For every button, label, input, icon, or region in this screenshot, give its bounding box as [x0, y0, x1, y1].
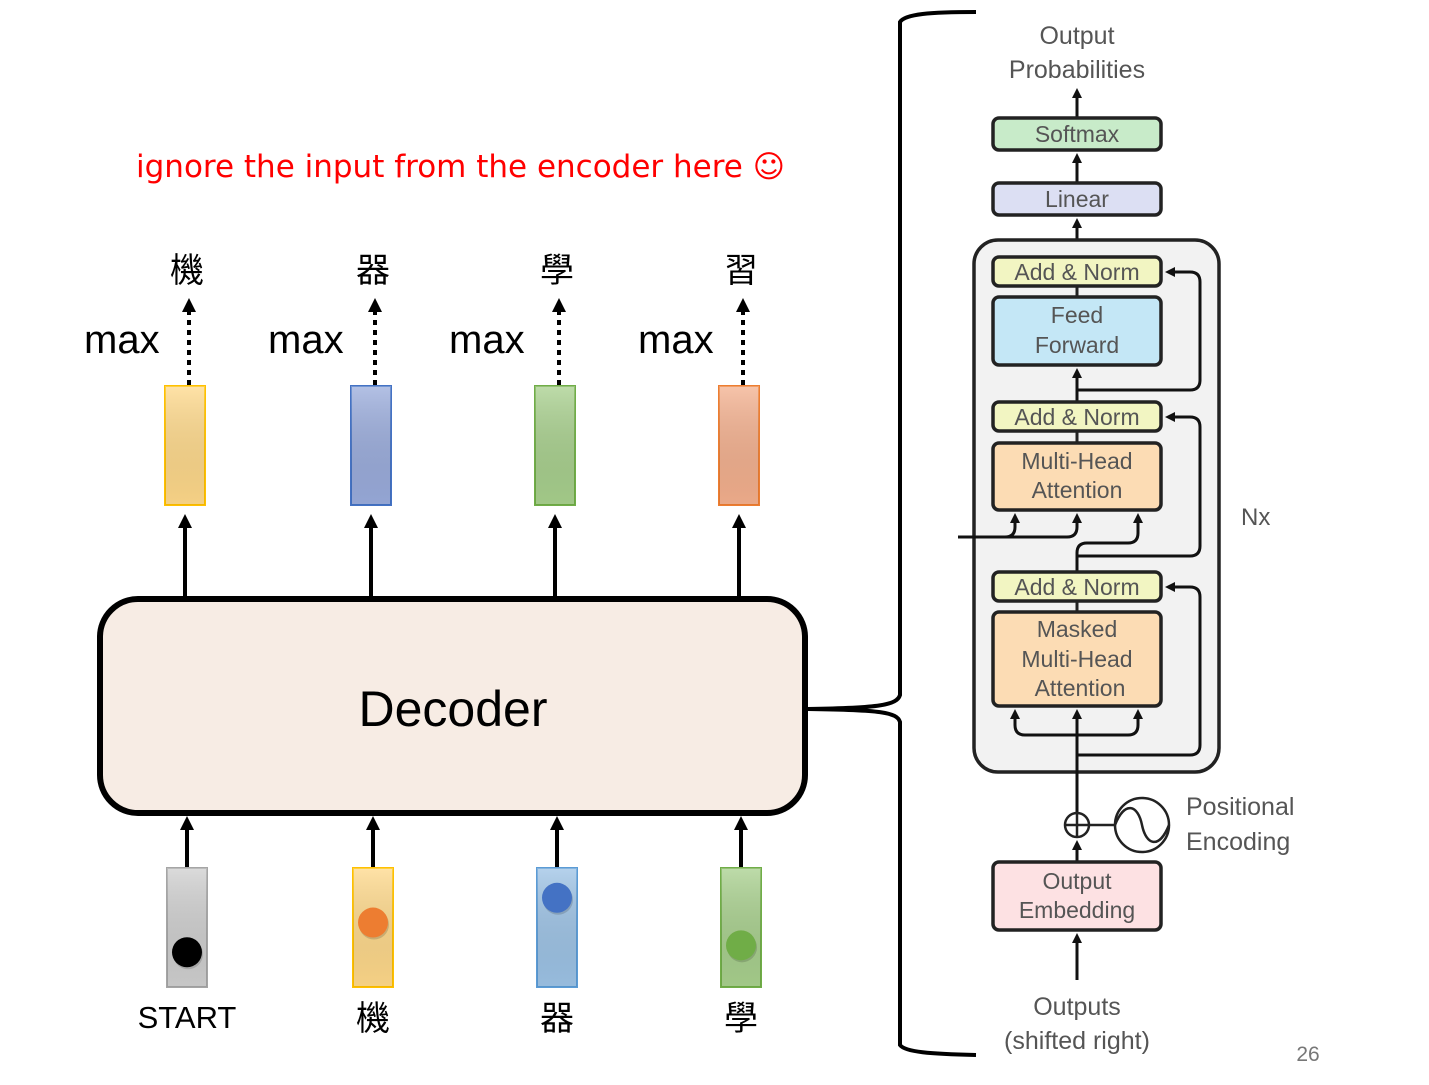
brace	[807, 10, 977, 1057]
input-token: 學	[724, 999, 758, 1039]
feed-forward-line2: Forward	[1035, 332, 1119, 358]
vector-shade	[535, 386, 575, 505]
arrow-head-icon	[736, 298, 750, 312]
arrow-head-icon	[364, 514, 378, 528]
residual-masked	[1077, 582, 1202, 757]
feed-forward-box	[991, 295, 1163, 367]
feed-forward-line1: Feed	[1051, 302, 1103, 328]
add-norm-label-2: Add & Norm	[1014, 404, 1139, 430]
multi-head-attention-box	[991, 441, 1163, 512]
add-norm-label-3: Add & Norm	[1014, 259, 1139, 285]
one-hot-dot	[726, 930, 756, 961]
input-token: 機	[356, 999, 390, 1039]
input-tokens: START 機 器 學	[138, 816, 762, 1039]
output-embedding-box	[991, 860, 1163, 932]
output-token: 器	[356, 251, 390, 291]
masked-line3: Attention	[1035, 675, 1126, 701]
vector-shade	[721, 868, 761, 987]
output-column: 學 max	[449, 251, 576, 599]
output-probabilities-line1: Output	[1039, 22, 1114, 50]
linear-box	[991, 181, 1163, 217]
output-token: 學	[540, 251, 574, 291]
arrow-head-icon	[734, 816, 748, 830]
output-probabilities-line2: Probabilities	[1009, 56, 1145, 84]
masked-attention-box	[991, 610, 1163, 708]
residual-mha	[1077, 412, 1202, 558]
output-token: 機	[170, 251, 204, 291]
arrow-head-icon	[180, 816, 194, 830]
input-column: START	[138, 816, 237, 1035]
input-token: 器	[540, 999, 574, 1039]
output-token: 習	[724, 251, 758, 291]
nx-label: Nx	[1241, 504, 1270, 531]
transformer-decoder-diagram: Output Probabilities Softmax Linear Nx A…	[958, 22, 1294, 1055]
page-number: 26	[1296, 1043, 1319, 1066]
outputs-label-line2: (shifted right)	[1004, 1027, 1150, 1055]
output-embedding-line2: Embedding	[1019, 897, 1135, 923]
outputs-label-line1: Outputs	[1033, 993, 1121, 1021]
input-column: 器	[536, 816, 578, 1039]
max-label: max	[449, 318, 525, 362]
residual-ff	[1077, 267, 1202, 392]
vector-shade	[165, 386, 205, 505]
input-column: 機	[352, 816, 394, 1039]
input-token: START	[138, 1000, 237, 1035]
arrow-head-icon	[548, 514, 562, 528]
one-hot-dot	[542, 882, 572, 913]
output-column: 器 max	[268, 251, 392, 599]
decoder-label: Decoder	[359, 681, 548, 737]
max-label: max	[638, 318, 714, 362]
masked-line1: Masked	[1037, 616, 1118, 642]
vector-shade	[719, 386, 759, 505]
positional-encoding-line2: Encoding	[1186, 828, 1290, 856]
mha-line1: Multi-Head	[1021, 448, 1132, 474]
softmax-label: Softmax	[1035, 121, 1120, 147]
masked-line2: Multi-Head	[1021, 646, 1132, 672]
mha-line2: Attention	[1032, 477, 1123, 503]
arrow-head-icon	[732, 514, 746, 528]
arrow-head-icon	[366, 816, 380, 830]
arrow-head-icon	[368, 298, 382, 312]
input-column: 學	[720, 816, 762, 1039]
vector-shade	[351, 386, 391, 505]
one-hot-dot	[172, 937, 202, 968]
arrow-head-icon	[550, 816, 564, 830]
max-label: max	[84, 318, 160, 362]
positional-encoding-line1: Positional	[1186, 793, 1294, 821]
output-embedding-line1: Output	[1042, 868, 1112, 894]
arrow-head-icon	[552, 298, 566, 312]
add-norm-label-1: Add & Norm	[1014, 574, 1139, 600]
arrow-head-icon	[182, 298, 196, 312]
encoder-note: ignore the input from the encoder here ☺	[136, 149, 785, 185]
query-input	[1075, 513, 1143, 572]
one-hot-dot	[358, 907, 388, 938]
max-label: max	[268, 318, 344, 362]
linear-label: Linear	[1045, 186, 1109, 212]
encoder-input-v	[1000, 513, 1082, 539]
decoder-box	[97, 596, 808, 816]
arrow-head-icon	[178, 514, 192, 528]
softmax-box	[991, 116, 1163, 152]
